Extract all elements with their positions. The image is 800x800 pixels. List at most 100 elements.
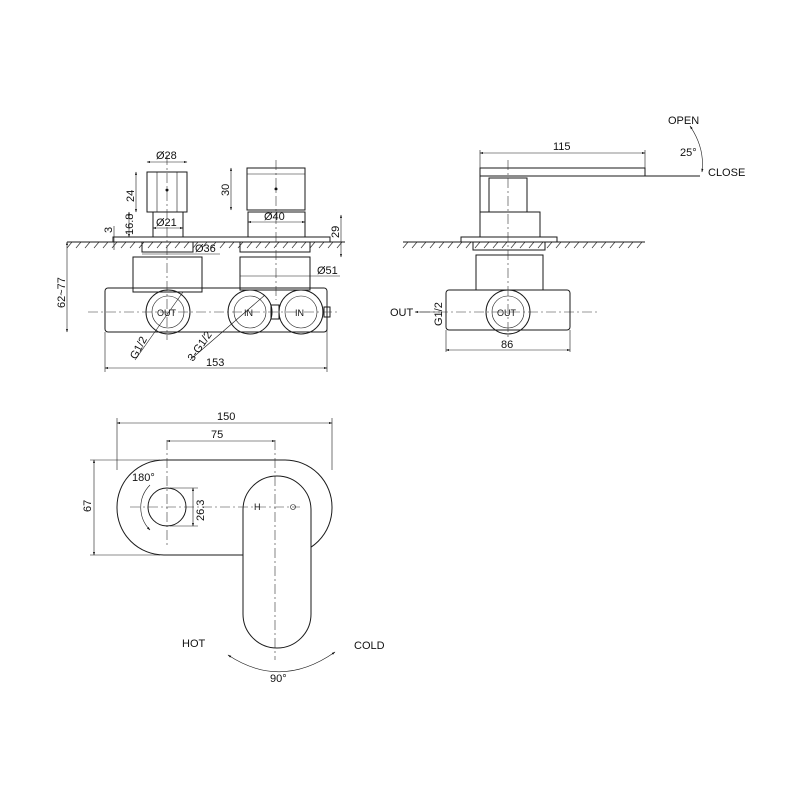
front-view: Ø28 24 16.8 3 Ø21 Ø36 30 Ø40 29 Ø51 62~7… bbox=[56, 150, 345, 372]
dim-flange-dia: Ø36 bbox=[195, 243, 216, 255]
handle-angle: 90° bbox=[270, 673, 287, 685]
hatch-mark bbox=[147, 241, 154, 249]
cover-plate bbox=[112, 236, 331, 243]
hatch-mark bbox=[609, 241, 616, 249]
side-view: 115 OPEN 25° CLOSE OUT G1/2 OUT 86 bbox=[390, 115, 745, 352]
hatch-mark bbox=[309, 241, 316, 249]
close-label: CLOSE bbox=[708, 167, 745, 179]
top-view: 150 75 67 180° 26.3 H HOT COLD 90° bbox=[82, 411, 385, 685]
stem bbox=[479, 211, 541, 238]
dim-cap-dia: Ø40 bbox=[264, 211, 285, 223]
dim-knob-height: 24 bbox=[125, 190, 137, 202]
hatch-mark bbox=[528, 241, 535, 249]
cold-label: COLD bbox=[354, 640, 385, 652]
port-in-1-label: IN bbox=[244, 308, 253, 318]
hot-label: HOT bbox=[182, 638, 206, 650]
hatch-mark bbox=[183, 241, 190, 249]
hatch-mark bbox=[429, 241, 436, 249]
hatch-mark bbox=[174, 241, 181, 249]
body-upper bbox=[475, 254, 544, 291]
body-right bbox=[239, 256, 311, 291]
thread-label: G1/2 bbox=[433, 302, 445, 326]
hatch-mark bbox=[84, 241, 91, 249]
hatch-mark bbox=[618, 241, 625, 249]
hatch-mark bbox=[447, 241, 454, 249]
hatch-mark bbox=[264, 241, 271, 249]
hatch-mark bbox=[501, 241, 508, 249]
port-in-2-label: IN bbox=[295, 308, 304, 318]
hatch-mark bbox=[111, 241, 118, 249]
hatch-mark bbox=[291, 241, 298, 249]
hatch-mark bbox=[120, 241, 127, 249]
cover-plate bbox=[116, 459, 333, 556]
out-label: OUT bbox=[390, 307, 414, 319]
hatch-mark bbox=[492, 241, 499, 249]
hatch-mark bbox=[93, 241, 100, 249]
hatch-mark bbox=[546, 241, 553, 249]
flange-right bbox=[239, 241, 311, 253]
hatch-mark bbox=[273, 241, 280, 249]
wall-hatch bbox=[66, 241, 343, 249]
hatch-mark bbox=[192, 241, 199, 249]
flange-left bbox=[141, 241, 194, 253]
hatch-mark bbox=[420, 241, 427, 249]
hatch-mark bbox=[627, 241, 634, 249]
handle bbox=[242, 475, 312, 649]
hatch-mark bbox=[474, 241, 481, 249]
hatch-mark bbox=[456, 241, 463, 249]
hatch-mark bbox=[600, 241, 607, 249]
hatch-mark bbox=[483, 241, 490, 249]
hatch-mark bbox=[129, 241, 136, 249]
port-out-label: OUT bbox=[157, 308, 177, 318]
hatch-mark bbox=[156, 241, 163, 249]
dim-body-dia: Ø51 bbox=[317, 265, 338, 277]
dim-hole: 26.3 bbox=[195, 500, 207, 521]
dim-stem-dia: Ø21 bbox=[156, 217, 177, 229]
dim-knob-dia: Ø28 bbox=[156, 150, 177, 162]
hatch-mark bbox=[510, 241, 517, 249]
mixer-stem bbox=[247, 211, 306, 238]
port-out-label: OUT bbox=[497, 308, 517, 318]
hatch-mark bbox=[555, 241, 562, 249]
hatch-mark bbox=[318, 241, 325, 249]
hatch-mark bbox=[519, 241, 526, 249]
hatch-mark bbox=[300, 241, 307, 249]
hatch-mark bbox=[210, 241, 217, 249]
handle-mark: H bbox=[254, 502, 261, 512]
hatch-mark bbox=[228, 241, 235, 249]
wall-hatch bbox=[402, 241, 643, 249]
thread-out: G1/2 bbox=[128, 335, 150, 362]
knob-stem bbox=[152, 211, 184, 238]
hatch-mark bbox=[573, 241, 580, 249]
hatch-mark bbox=[402, 241, 409, 249]
hatch-mark bbox=[282, 241, 289, 249]
dim-width: 153 bbox=[206, 357, 224, 369]
hatch-mark bbox=[465, 241, 472, 249]
hatch-mark bbox=[75, 241, 82, 249]
hatch-mark bbox=[66, 241, 73, 249]
flange bbox=[472, 241, 546, 251]
dim-lever-length: 115 bbox=[553, 141, 571, 153]
rotation-label: 180° bbox=[132, 472, 155, 484]
hatch-mark bbox=[564, 241, 571, 249]
hatch-mark bbox=[201, 241, 208, 249]
hatch-mark bbox=[219, 241, 226, 249]
hatch-mark bbox=[438, 241, 445, 249]
dim-width: 86 bbox=[501, 339, 513, 351]
hatch-mark bbox=[591, 241, 598, 249]
open-label: OPEN bbox=[668, 115, 699, 127]
dim-height: 67 bbox=[82, 500, 94, 512]
hatch-mark bbox=[255, 241, 262, 249]
hatch-mark bbox=[327, 241, 334, 249]
dim-cap-height: 30 bbox=[220, 184, 232, 196]
hatch-mark bbox=[636, 241, 643, 249]
dim-stem-height: 16.8 bbox=[124, 214, 136, 235]
body-left bbox=[132, 256, 203, 293]
cover-plate bbox=[460, 236, 558, 243]
hatch-mark bbox=[246, 241, 253, 249]
dim-offset: 75 bbox=[211, 429, 223, 441]
angle-label: 25° bbox=[680, 147, 697, 159]
dim-plate: 3 bbox=[103, 227, 115, 233]
